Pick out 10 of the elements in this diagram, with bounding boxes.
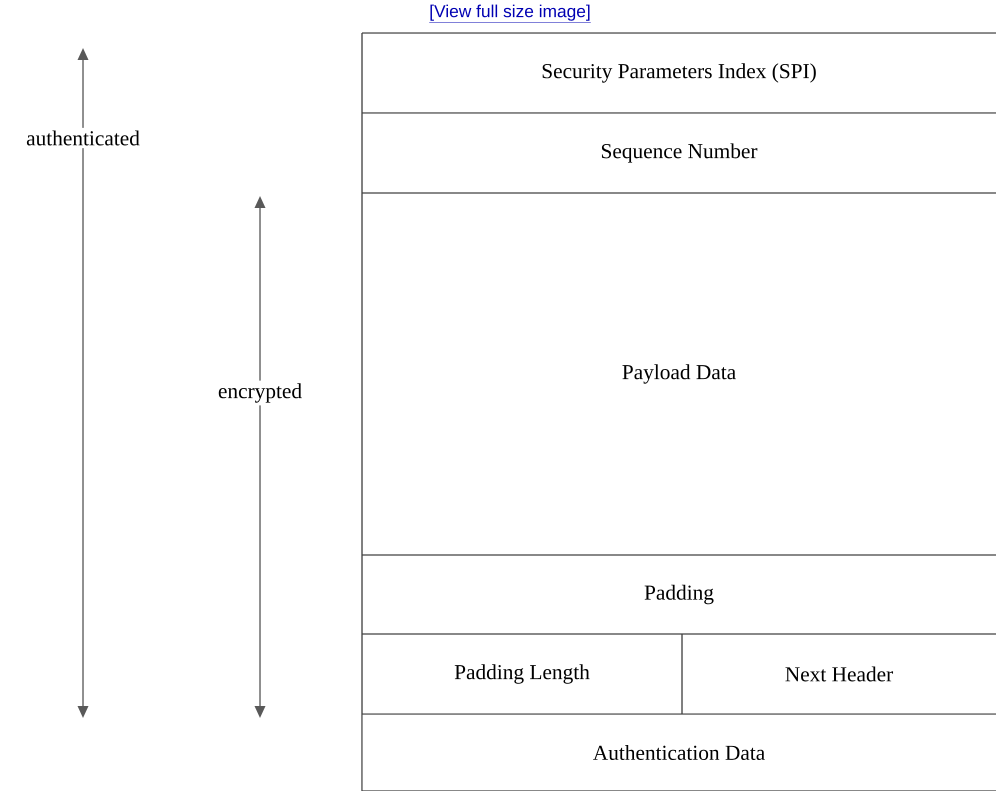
- packet-field: Authentication Data: [593, 744, 765, 760]
- packet-field: Next Header: [785, 666, 894, 682]
- packet-field: Padding: [644, 584, 714, 604]
- span-label: authenticated: [23, 128, 143, 148]
- span-label: encrypted: [215, 380, 305, 406]
- packet-field: Padding Length: [454, 664, 590, 684]
- packet-field: Security Parameters Index (SPI): [542, 63, 816, 83]
- packet-field: Payload Data: [622, 364, 736, 384]
- view-link: [View full size image]: [428, 4, 592, 23]
- packet-field: Sequence Number: [602, 143, 758, 163]
